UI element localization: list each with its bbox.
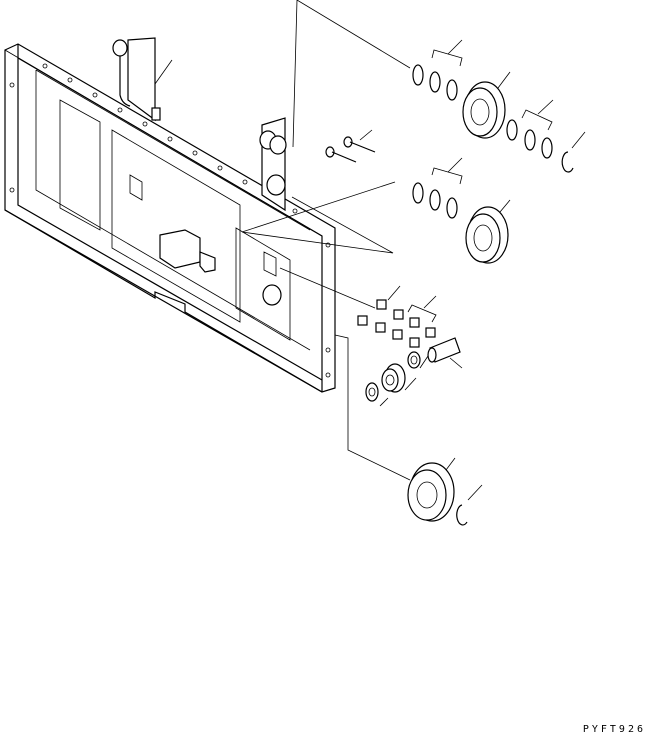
carriage-frame xyxy=(4,43,336,393)
right-bracket xyxy=(259,117,287,306)
frame-bolt-holes xyxy=(9,82,331,378)
small-rings xyxy=(365,351,429,407)
pin xyxy=(427,337,463,369)
drawing-code: PYFT926 xyxy=(582,724,646,735)
middle-roller-bearing xyxy=(465,199,511,264)
right-shim-rings xyxy=(506,99,554,159)
snap-ring-upper xyxy=(561,131,586,173)
middle-shim-rings xyxy=(412,157,463,219)
snap-ring-lower xyxy=(456,484,483,526)
bolts xyxy=(325,136,376,163)
left-bracket xyxy=(112,37,161,122)
lower-roller-bearing xyxy=(407,457,456,522)
leader-lines xyxy=(154,0,411,481)
upper-shim-rings xyxy=(412,39,463,101)
shim-plates xyxy=(357,285,437,348)
upper-roller-bearing xyxy=(462,71,511,139)
top-bar-studs xyxy=(42,63,298,214)
side-shift-block xyxy=(159,229,216,273)
